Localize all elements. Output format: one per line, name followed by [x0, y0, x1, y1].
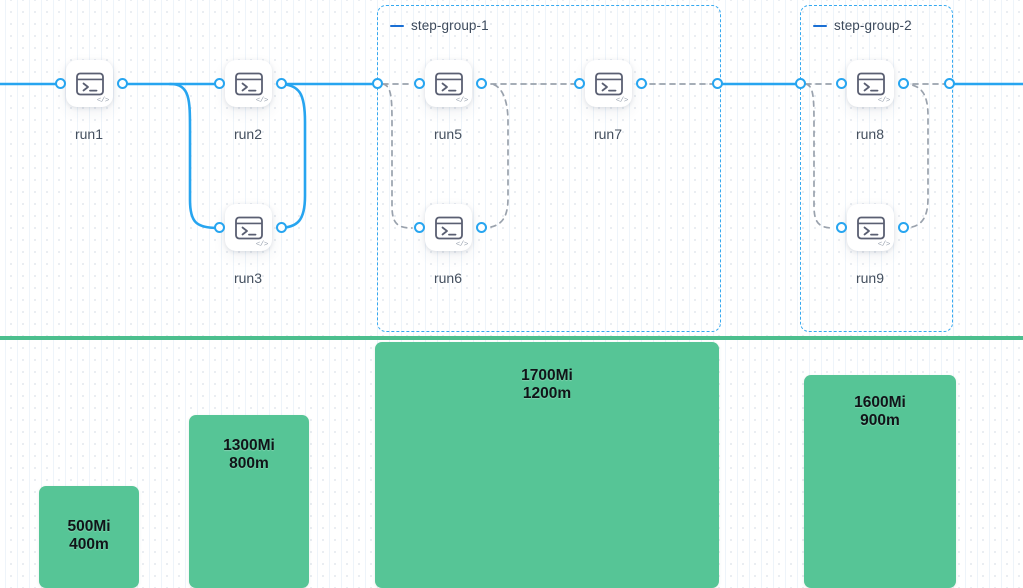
- port-group1-in[interactable]: [372, 78, 383, 89]
- port-run5-in[interactable]: [414, 78, 425, 89]
- port-group1-out[interactable]: [712, 78, 723, 89]
- code-badge-icon: </>: [96, 96, 110, 105]
- code-badge-icon: </>: [877, 240, 891, 249]
- port-run1-out[interactable]: [117, 78, 128, 89]
- port-run9-in[interactable]: [836, 222, 847, 233]
- terminal-icon: [234, 216, 263, 239]
- port-run9-out[interactable]: [898, 222, 909, 233]
- code-badge-icon: </>: [615, 96, 629, 105]
- resource-bar-2[interactable]: 1300Mi 800m: [189, 415, 309, 588]
- terminal-icon: [856, 216, 885, 239]
- terminal-icon: [594, 72, 623, 95]
- group-label: step-group-2: [834, 18, 912, 33]
- port-run6-in[interactable]: [414, 222, 425, 233]
- edge-run1-to-run3: [168, 82, 220, 230]
- minus-icon[interactable]: [813, 24, 827, 27]
- resource-bar-4[interactable]: 1600Mi 900m: [804, 375, 956, 588]
- code-badge-icon: </>: [455, 96, 469, 105]
- resource-bar-label: 1300Mi 800m: [223, 437, 275, 472]
- node-run5[interactable]: </>: [425, 60, 472, 107]
- code-badge-icon: </>: [255, 96, 269, 105]
- port-run3-in[interactable]: [214, 222, 225, 233]
- group-header-step-group-1[interactable]: step-group-1: [390, 18, 489, 33]
- edge-run3-to-run5-trunk: [276, 82, 307, 230]
- node-label-run6: run6: [433, 270, 463, 286]
- resource-bar-label: 500Mi 400m: [67, 518, 111, 553]
- resource-bar-3[interactable]: 1700Mi 1200m: [375, 342, 719, 588]
- terminal-icon: [856, 72, 885, 95]
- resource-bar-label: 1600Mi 900m: [854, 394, 906, 429]
- port-run8-in[interactable]: [836, 78, 847, 89]
- minus-icon[interactable]: [390, 24, 404, 27]
- node-run9[interactable]: </>: [847, 204, 894, 251]
- code-badge-icon: </>: [455, 240, 469, 249]
- port-run6-out[interactable]: [476, 222, 487, 233]
- port-group2-in[interactable]: [795, 78, 806, 89]
- section-divider: [0, 336, 1023, 340]
- terminal-icon: [434, 72, 463, 95]
- node-run1[interactable]: </>: [66, 60, 113, 107]
- group-label: step-group-1: [411, 18, 489, 33]
- node-label-run2: run2: [233, 126, 263, 142]
- code-badge-icon: </>: [877, 96, 891, 105]
- terminal-icon: [234, 72, 263, 95]
- node-label-run1: run1: [74, 126, 104, 142]
- node-label-run3: run3: [233, 270, 263, 286]
- node-run7[interactable]: </>: [585, 60, 632, 107]
- port-run7-out[interactable]: [636, 78, 647, 89]
- node-run6[interactable]: </>: [425, 204, 472, 251]
- terminal-icon: [434, 216, 463, 239]
- port-run2-out[interactable]: [276, 78, 287, 89]
- port-run7-in[interactable]: [574, 78, 585, 89]
- port-group2-out[interactable]: [944, 78, 955, 89]
- node-label-run8: run8: [855, 126, 885, 142]
- port-run8-out[interactable]: [898, 78, 909, 89]
- node-run2[interactable]: </>: [225, 60, 272, 107]
- resource-bar-label: 1700Mi 1200m: [521, 367, 573, 402]
- node-label-run5: run5: [433, 126, 463, 142]
- node-run3[interactable]: </>: [225, 204, 272, 251]
- resource-bar-1[interactable]: 500Mi 400m: [39, 486, 139, 588]
- terminal-icon: [75, 72, 104, 95]
- port-run2-in[interactable]: [214, 78, 225, 89]
- group-step-group-1[interactable]: step-group-1: [377, 5, 721, 332]
- node-label-run7: run7: [593, 126, 623, 142]
- port-run1-in[interactable]: [55, 78, 66, 89]
- code-badge-icon: </>: [255, 240, 269, 249]
- group-step-group-2[interactable]: step-group-2: [800, 5, 953, 332]
- port-run5-out[interactable]: [476, 78, 487, 89]
- node-run8[interactable]: </>: [847, 60, 894, 107]
- node-label-run9: run9: [855, 270, 885, 286]
- group-header-step-group-2[interactable]: step-group-2: [813, 18, 912, 33]
- port-run3-out[interactable]: [276, 222, 287, 233]
